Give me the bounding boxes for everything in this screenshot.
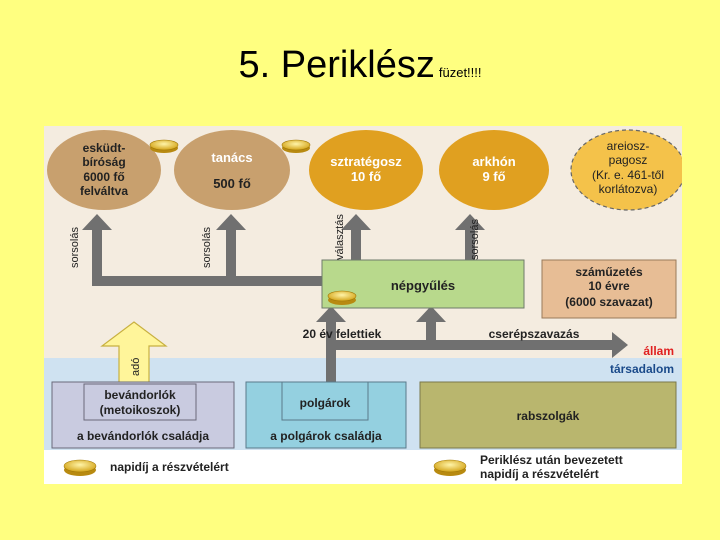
metics-line: (metoikoszok) [100, 403, 181, 417]
arrow-ostracism-head [612, 332, 628, 358]
slaves-label: rabszolgák [517, 409, 580, 423]
arrows [82, 214, 628, 382]
organ-strategos-line: 10 fő [351, 169, 381, 184]
label-society: társadalom [610, 362, 674, 376]
citizens-family-label: a polgárok családja [270, 429, 382, 443]
slaves-box [419, 381, 677, 449]
organ-jury-line: 6000 fő [83, 170, 124, 184]
organ-council-ellipse [174, 130, 290, 210]
legend-pay-label: napidíj a részvételért [110, 460, 229, 474]
legend-strip [44, 450, 682, 484]
coin-jury [149, 139, 179, 153]
organ-archon-line: 9 fő [482, 169, 505, 184]
organ-strategos-ellipse [309, 130, 423, 210]
organ-areopagus-ellipse [570, 129, 682, 211]
ostracism-line: száműzetés [575, 265, 643, 279]
label-citizens-over-20: 20 év felettiek [303, 327, 382, 341]
arrow-jury [92, 226, 102, 281]
legend-pay-after-line: napidíj a részvételért [480, 467, 599, 481]
arrow-jury-head [82, 214, 112, 230]
organ-areopagus-line: areiosz- [607, 139, 650, 153]
label-sorsolas-jury: sorsolás [69, 227, 81, 268]
label-state: állam [643, 344, 674, 358]
arrow-strategos [351, 226, 361, 263]
ostracism-line: (6000 szavazat) [565, 295, 652, 309]
arrow-citizens-head [316, 306, 346, 322]
organ-archon: arkhón 9 fő [439, 130, 549, 210]
ostracism-box [541, 259, 677, 319]
legend-pay: napidíj a részvételért [63, 459, 229, 476]
organ-strategos: sztratégosz 10 fő [309, 130, 423, 210]
arrow-bottom-line [326, 340, 620, 350]
organ-council-line: tanács [211, 150, 252, 165]
citizens-label: polgárok [300, 396, 351, 410]
arrow-council [226, 226, 236, 281]
organ-jury-line: bíróság [82, 155, 125, 169]
ostracism-line: 10 évre [588, 279, 630, 293]
arrow-council-head [216, 214, 246, 230]
legend-pay-after-pericles: Periklész után bevezetett napidíj a rész… [433, 453, 623, 481]
title-subtitle: füzet!!!! [438, 65, 482, 80]
organ-areopagus-line: pagosz [609, 153, 648, 167]
organ-jury: esküdt- bíróság 6000 fő felváltva [47, 130, 161, 210]
arrow-strategos-head [341, 214, 371, 230]
arrow-citizens [326, 320, 336, 382]
arrow-archon-head [455, 214, 485, 230]
metics-family-label: a bevándorlók családja [77, 429, 209, 443]
label-valasztas: választás [334, 214, 346, 260]
nepgyules-label: népgyűlés [391, 278, 455, 293]
label-ado: adó [130, 358, 142, 376]
label-sorsolas-archon: sorsolás [469, 219, 481, 260]
organ-jury-line: esküdt- [83, 141, 126, 155]
organ-areopagus-line: korlátozva) [599, 182, 658, 196]
legend-pay-after-line: Periklész után bevezetett [480, 453, 623, 467]
arrow-trunk [92, 276, 322, 286]
arrow-archon [465, 226, 475, 263]
metics-box [83, 383, 197, 421]
organ-strategos-line: sztratégosz [330, 154, 402, 169]
label-sorsolas-council: sorsolás [201, 227, 213, 268]
citizens-box [281, 381, 369, 421]
organ-areopagus: areiosz- pagosz (Kr. e. 461-től korlátoz… [570, 129, 682, 211]
organ-archon-ellipse [439, 130, 549, 210]
arrow-vote-up [426, 320, 436, 340]
organ-jury-ellipse [47, 130, 161, 210]
metics-line: bevándorlók [104, 388, 176, 402]
label-ostracon-vote: cserépszavazás [489, 327, 580, 341]
organ-jury-line: felváltva [80, 184, 128, 198]
title-main: 5. Periklész [238, 44, 435, 86]
organ-council: tanács 500 fő [174, 130, 290, 210]
coin-council [281, 139, 311, 153]
coin-nepgyules [327, 290, 357, 305]
athenian-democracy-diagram: esküdt- bíróság 6000 fő felváltva tanács… [44, 126, 682, 484]
organ-archon-line: arkhón [472, 154, 515, 169]
organ-areopagus-line: (Kr. e. 461-től [592, 168, 664, 182]
arrow-vote-up-head [416, 306, 446, 322]
organ-council-line: 500 fő [213, 176, 251, 191]
